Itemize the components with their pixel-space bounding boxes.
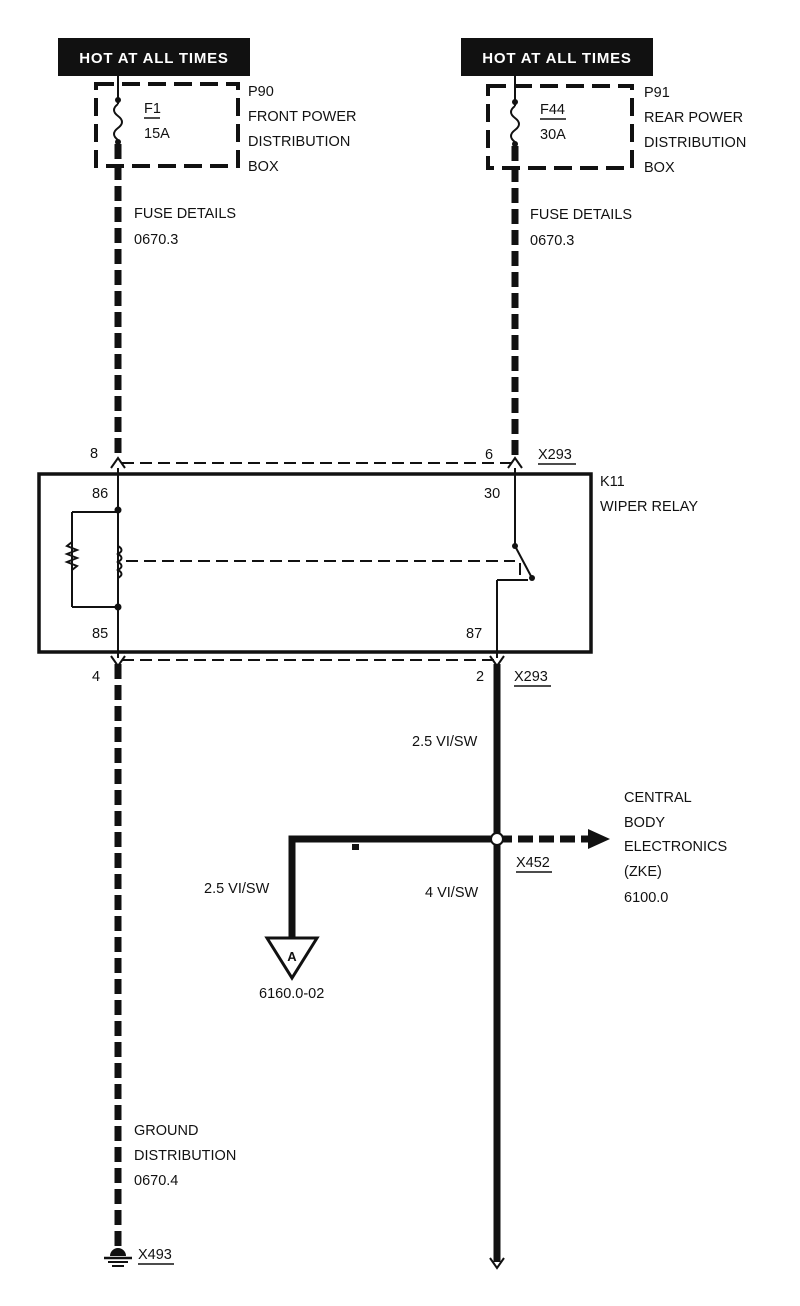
reference-a-code: 6160.0-02 — [259, 986, 324, 1002]
rear-box-code: P91 — [644, 85, 670, 101]
zke-line2: BODY — [624, 815, 665, 831]
bottom-connector-name: X293 — [514, 669, 548, 685]
front-box-line2: DISTRIBUTION — [248, 134, 350, 150]
rear-box-line3: BOX — [644, 160, 675, 176]
hot-banner-right-text: HOT AT ALL TIMES — [482, 50, 631, 67]
connector-x293-top — [110, 456, 523, 469]
splice-x452 — [288, 829, 610, 942]
fuse-details-left-line2: 0670.3 — [134, 232, 178, 248]
fuse-f44-rating: 30A — [540, 127, 566, 143]
fuse-f44-icon — [510, 76, 520, 147]
top-connector-name: X293 — [538, 447, 572, 463]
front-box-line1: FRONT POWER — [248, 109, 356, 125]
reference-a-triangle-icon: A — [264, 936, 320, 981]
fuse-details-right-line2: 0670.3 — [530, 233, 574, 249]
ground-line2: DISTRIBUTION — [134, 1148, 236, 1164]
relay-pin-30: 30 — [484, 486, 500, 502]
relay-name: WIPER RELAY — [600, 499, 698, 515]
top-pin-6: 6 — [485, 447, 493, 463]
wire-label-branch: 2.5 VI/SW — [204, 881, 270, 897]
fuse-details-right-line1: FUSE DETAILS — [530, 207, 632, 223]
top-pin-8: 8 — [90, 446, 98, 462]
hot-banner-left-text: HOT AT ALL TIMES — [79, 50, 228, 67]
fuse-f1-icon — [113, 76, 123, 145]
zke-line5: 6100.0 — [624, 890, 668, 906]
reference-a-letter: A — [287, 949, 297, 964]
wire-label-upper-right: 2.5 VI/SW — [412, 734, 478, 750]
hot-banner-right: HOT AT ALL TIMES — [461, 38, 653, 76]
bottom-pin-2: 2 — [476, 669, 484, 685]
ground-line3: 0670.4 — [134, 1173, 178, 1189]
ground-line1: GROUND — [134, 1123, 198, 1139]
front-box-code: P90 — [248, 84, 274, 100]
fuse-f44-id: F44 — [540, 102, 565, 118]
connector-x293-bottom — [110, 655, 505, 668]
fuse-details-left-line1: FUSE DETAILS — [134, 206, 236, 222]
rear-power-distribution-box — [486, 84, 634, 170]
fuse-f1-id: F1 — [144, 101, 161, 117]
fuse-f1-rating: 15A — [144, 126, 170, 142]
relay-coil-icon — [64, 468, 123, 658]
front-box-line3: BOX — [248, 159, 279, 175]
rear-box-line2: DISTRIBUTION — [644, 135, 746, 151]
relay-pin-86: 86 — [92, 486, 108, 502]
zke-line1: CENTRAL — [624, 790, 692, 806]
relay-id: K11 — [600, 474, 625, 490]
ground-connector: X493 — [138, 1247, 172, 1263]
wire-label-main-right: 4 VI/SW — [425, 885, 478, 901]
relay-pin-85: 85 — [92, 626, 108, 642]
splice-name: X452 — [516, 855, 550, 871]
hot-banner-left: HOT AT ALL TIMES — [58, 38, 250, 76]
wiper-relay-box — [37, 472, 593, 654]
zke-line3: ELECTRONICS — [624, 839, 727, 855]
zke-line4: (ZKE) — [624, 864, 662, 880]
relay-switch-icon — [126, 468, 535, 658]
relay-pin-87: 87 — [466, 626, 482, 642]
bottom-pin-4: 4 — [92, 669, 100, 685]
ground-icon — [104, 1248, 132, 1267]
rear-box-line1: REAR POWER — [644, 110, 743, 126]
front-power-distribution-box — [94, 82, 240, 168]
